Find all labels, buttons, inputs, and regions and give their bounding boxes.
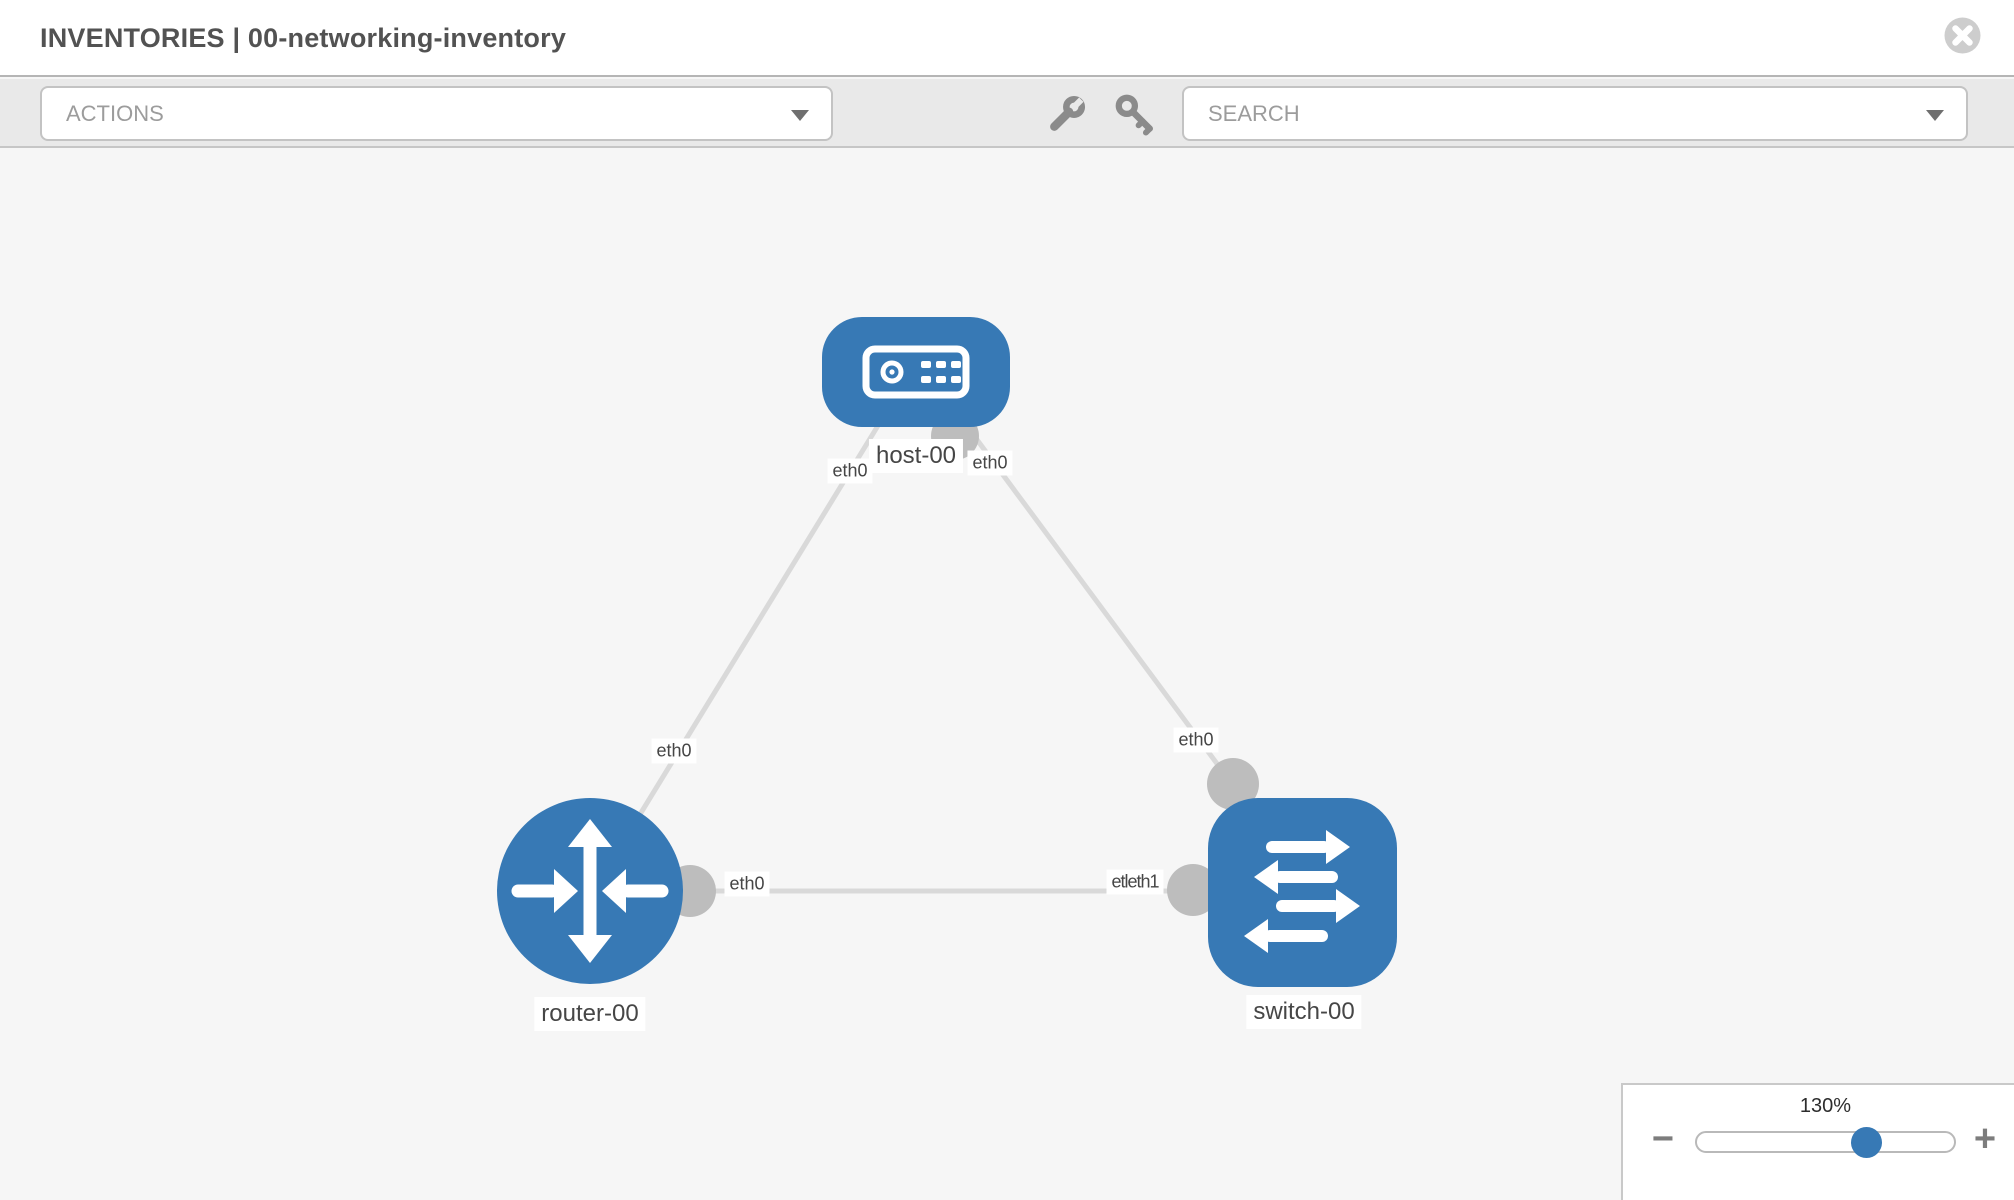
search-dropdown-label: SEARCH — [1208, 100, 1300, 126]
chevron-down-icon — [1926, 109, 1944, 121]
close-button[interactable] — [1944, 17, 1981, 54]
page-title: INVENTORIES | 00-networking-inventory — [40, 23, 567, 53]
interface-label-router-eth0: eth0 — [724, 871, 770, 897]
host-icon — [862, 345, 970, 399]
tools-button[interactable] — [1044, 93, 1088, 137]
node-label-router: router-00 — [534, 997, 646, 1031]
chevron-down-icon — [791, 109, 809, 121]
node-label-host: host-00 — [868, 439, 964, 473]
zoom-panel: 130% − + — [1621, 1083, 2014, 1200]
node-host[interactable] — [822, 317, 1010, 427]
interface-label-switch-eth1: etleth1 — [1106, 869, 1164, 895]
topology-svg — [497, 317, 1397, 987]
router-icon — [511, 819, 669, 963]
interface-label-router-eth0-uplink: eth0 — [651, 738, 697, 764]
search-dropdown[interactable]: SEARCH — [1182, 86, 1968, 141]
switch-icon — [1244, 830, 1360, 953]
interface-dot-switch-top[interactable] — [1207, 758, 1259, 810]
zoom-slider-thumb[interactable] — [1851, 1127, 1882, 1158]
key-icon — [1114, 94, 1158, 140]
topology-canvas[interactable]: eth0 host-00 eth0 eth0 eth0 eth0 etleth1… — [0, 148, 2014, 1200]
interface-label-switch-eth0-uplink: eth0 — [1173, 727, 1219, 753]
close-icon — [1944, 17, 1981, 57]
node-router[interactable] — [497, 798, 683, 984]
page-header: INVENTORIES | 00-networking-inventory — [0, 0, 2014, 77]
zoom-in-button[interactable]: + — [1965, 1109, 2005, 1169]
actions-dropdown[interactable]: ACTIONS — [40, 86, 833, 141]
node-label-switch: switch-00 — [1246, 995, 1362, 1029]
interface-dot-switch-left[interactable] — [1167, 864, 1219, 916]
zoom-slider-track[interactable] — [1695, 1131, 1956, 1153]
actions-dropdown-label: ACTIONS — [66, 100, 164, 126]
interface-label-host-eth0-right: eth0 — [967, 450, 1013, 476]
toolbar: ACTIONS SEARCH — [0, 79, 2014, 148]
zoom-out-button[interactable]: − — [1643, 1109, 1683, 1169]
wrench-icon — [1044, 95, 1088, 140]
node-switch[interactable] — [1208, 798, 1397, 987]
interface-label-host-eth0-left: eth0 — [827, 458, 873, 484]
credentials-button[interactable] — [1114, 93, 1158, 137]
zoom-level: 130% — [1799, 1095, 1852, 1117]
